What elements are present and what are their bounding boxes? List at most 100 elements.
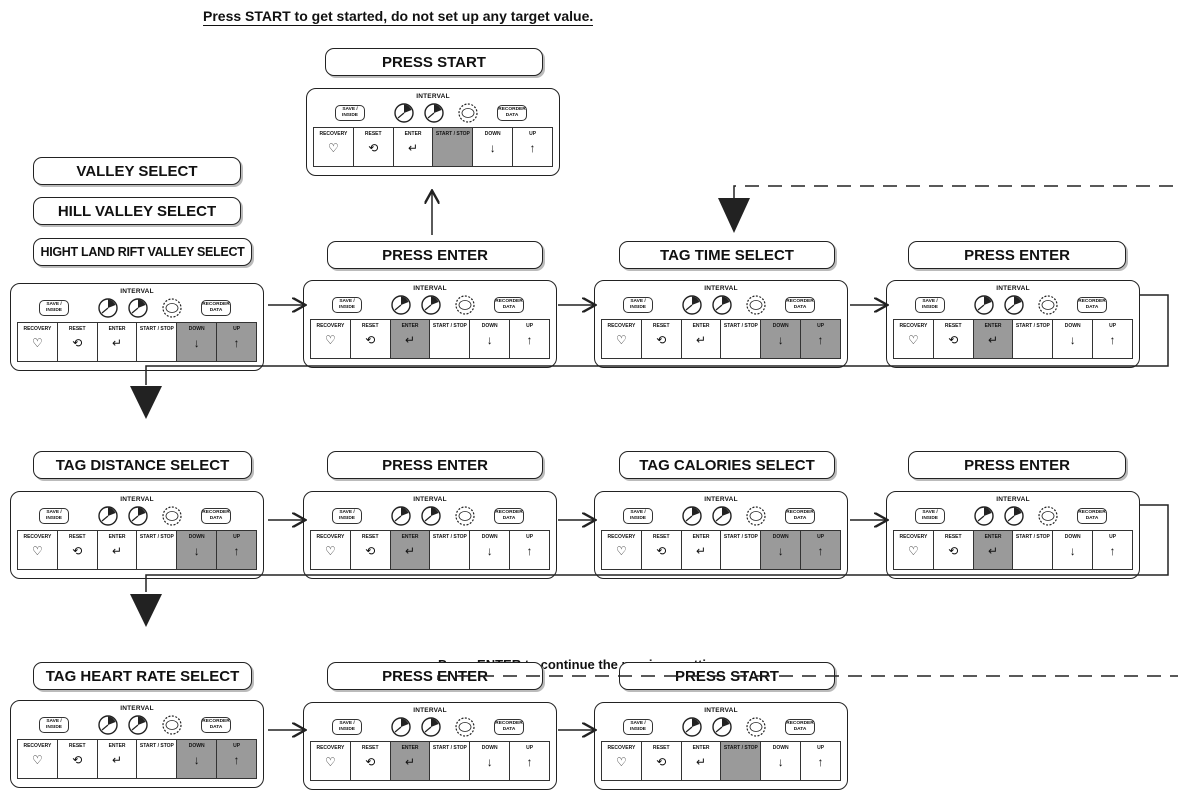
console-button-up[interactable]: UP↑ bbox=[513, 128, 552, 166]
max-dial-icon[interactable] bbox=[454, 716, 476, 738]
recorder-data-button[interactable]: RECORDER DATA bbox=[494, 297, 524, 313]
recorder-data-button[interactable]: RECORDER DATA bbox=[1077, 297, 1107, 313]
interval-dial-icon[interactable] bbox=[97, 714, 119, 736]
console-button-enter[interactable]: ENTER↵ bbox=[98, 740, 138, 778]
save-inside-button[interactable]: SAVE / INSIDE bbox=[332, 508, 362, 524]
interval-dial-icon[interactable] bbox=[711, 505, 733, 527]
interval-dial-icon[interactable] bbox=[973, 294, 995, 316]
save-inside-button[interactable]: SAVE / INSIDE bbox=[623, 297, 653, 313]
console-button-start-stop[interactable]: START / STOP bbox=[1013, 320, 1054, 358]
console-button-reset[interactable]: RESET⟲ bbox=[642, 531, 682, 569]
interval-dial-icon[interactable] bbox=[711, 716, 733, 738]
console-button-enter[interactable]: ENTER↵ bbox=[682, 531, 722, 569]
console-button-recovery[interactable]: RECOVERY♡ bbox=[311, 320, 351, 358]
console-button-enter[interactable]: ENTER↵ bbox=[682, 320, 722, 358]
console-button-up[interactable]: UP↑ bbox=[801, 742, 840, 780]
recorder-data-button[interactable]: RECORDER DATA bbox=[785, 297, 815, 313]
interval-dial-icon[interactable] bbox=[97, 505, 119, 527]
interval-dial-icon[interactable] bbox=[127, 297, 149, 319]
console-button-reset[interactable]: RESET⟲ bbox=[934, 531, 974, 569]
console-button-start-stop[interactable]: START / STOP bbox=[433, 128, 474, 166]
console-button-down[interactable]: DOWN↓ bbox=[177, 740, 218, 778]
console-button-recovery[interactable]: RECOVERY♡ bbox=[18, 323, 58, 361]
console-button-enter[interactable]: ENTER↵ bbox=[973, 320, 1014, 358]
interval-dial-icon[interactable] bbox=[681, 294, 703, 316]
max-dial-icon[interactable] bbox=[454, 294, 476, 316]
recorder-data-button[interactable]: RECORDER DATA bbox=[494, 508, 524, 524]
console-button-recovery[interactable]: RECOVERY♡ bbox=[894, 531, 934, 569]
console-button-down[interactable]: DOWN↓ bbox=[761, 742, 802, 780]
console-button-enter[interactable]: ENTER↵ bbox=[390, 320, 431, 358]
max-dial-icon[interactable] bbox=[457, 102, 479, 124]
console-button-down[interactable]: DOWN↓ bbox=[470, 320, 511, 358]
console-button-down[interactable]: DOWN↓ bbox=[470, 742, 511, 780]
console-button-recovery[interactable]: RECOVERY♡ bbox=[311, 531, 351, 569]
recorder-data-button[interactable]: RECORDER DATA bbox=[785, 719, 815, 735]
console-button-up[interactable]: UP↑ bbox=[1093, 320, 1132, 358]
console-button-start-stop[interactable]: START / STOP bbox=[137, 740, 178, 778]
console-button-reset[interactable]: RESET⟲ bbox=[642, 742, 682, 780]
console-button-up[interactable]: UP↑ bbox=[1093, 531, 1132, 569]
console-button-up[interactable]: UP↑ bbox=[217, 323, 256, 361]
interval-dial-icon[interactable] bbox=[420, 505, 442, 527]
interval-dial-icon[interactable] bbox=[1003, 505, 1025, 527]
save-inside-button[interactable]: SAVE / INSIDE bbox=[332, 719, 362, 735]
console-button-recovery[interactable]: RECOVERY♡ bbox=[602, 742, 642, 780]
save-inside-button[interactable]: SAVE / INSIDE bbox=[915, 297, 945, 313]
console-button-enter[interactable]: ENTER↵ bbox=[390, 531, 431, 569]
interval-dial-icon[interactable] bbox=[711, 294, 733, 316]
console-button-recovery[interactable]: RECOVERY♡ bbox=[18, 531, 58, 569]
interval-dial-icon[interactable] bbox=[127, 714, 149, 736]
interval-dial-icon[interactable] bbox=[681, 716, 703, 738]
console-button-down[interactable]: DOWN↓ bbox=[761, 531, 802, 569]
console-button-enter[interactable]: ENTER↵ bbox=[98, 323, 138, 361]
console-button-start-stop[interactable]: START / STOP bbox=[430, 742, 471, 780]
recorder-data-button[interactable]: RECORDER DATA bbox=[785, 508, 815, 524]
console-button-enter[interactable]: ENTER↵ bbox=[682, 742, 722, 780]
save-inside-button[interactable]: SAVE / INSIDE bbox=[39, 717, 69, 733]
recorder-data-button[interactable]: RECORDER DATA bbox=[201, 508, 231, 524]
console-button-start-stop[interactable]: START / STOP bbox=[430, 531, 471, 569]
console-button-start-stop[interactable]: START / STOP bbox=[1013, 531, 1054, 569]
interval-dial-icon[interactable] bbox=[420, 294, 442, 316]
console-button-enter[interactable]: ENTER↵ bbox=[394, 128, 434, 166]
console-button-recovery[interactable]: RECOVERY♡ bbox=[18, 740, 58, 778]
console-button-up[interactable]: UP↑ bbox=[510, 742, 549, 780]
console-button-start-stop[interactable]: START / STOP bbox=[137, 531, 178, 569]
save-inside-button[interactable]: SAVE / INSIDE bbox=[39, 300, 69, 316]
console-button-up[interactable]: UP↑ bbox=[510, 320, 549, 358]
console-button-enter[interactable]: ENTER↵ bbox=[973, 531, 1014, 569]
console-button-down[interactable]: DOWN↓ bbox=[761, 320, 802, 358]
console-button-down[interactable]: DOWN↓ bbox=[1053, 531, 1094, 569]
interval-dial-icon[interactable] bbox=[390, 505, 412, 527]
max-dial-icon[interactable] bbox=[1037, 505, 1059, 527]
save-inside-button[interactable]: SAVE / INSIDE bbox=[335, 105, 365, 121]
interval-dial-icon[interactable] bbox=[390, 716, 412, 738]
console-button-up[interactable]: UP↑ bbox=[217, 531, 256, 569]
console-button-recovery[interactable]: RECOVERY♡ bbox=[311, 742, 351, 780]
max-dial-icon[interactable] bbox=[161, 297, 183, 319]
console-button-down[interactable]: DOWN↓ bbox=[470, 531, 511, 569]
recorder-data-button[interactable]: RECORDER DATA bbox=[201, 717, 231, 733]
console-button-recovery[interactable]: RECOVERY♡ bbox=[894, 320, 934, 358]
recorder-data-button[interactable]: RECORDER DATA bbox=[497, 105, 527, 121]
interval-dial-icon[interactable] bbox=[1003, 294, 1025, 316]
console-button-reset[interactable]: RESET⟲ bbox=[642, 320, 682, 358]
interval-dial-icon[interactable] bbox=[973, 505, 995, 527]
console-button-reset[interactable]: RESET⟲ bbox=[351, 531, 391, 569]
max-dial-icon[interactable] bbox=[745, 716, 767, 738]
save-inside-button[interactable]: SAVE / INSIDE bbox=[332, 297, 362, 313]
console-button-start-stop[interactable]: START / STOP bbox=[430, 320, 471, 358]
save-inside-button[interactable]: SAVE / INSIDE bbox=[623, 719, 653, 735]
interval-dial-icon[interactable] bbox=[127, 505, 149, 527]
max-dial-icon[interactable] bbox=[161, 505, 183, 527]
interval-dial-icon[interactable] bbox=[97, 297, 119, 319]
console-button-start-stop[interactable]: START / STOP bbox=[137, 323, 178, 361]
interval-dial-icon[interactable] bbox=[681, 505, 703, 527]
console-button-down[interactable]: DOWN↓ bbox=[177, 323, 218, 361]
console-button-reset[interactable]: RESET⟲ bbox=[351, 742, 391, 780]
save-inside-button[interactable]: SAVE / INSIDE bbox=[915, 508, 945, 524]
max-dial-icon[interactable] bbox=[161, 714, 183, 736]
console-button-reset[interactable]: RESET⟲ bbox=[58, 740, 98, 778]
console-button-down[interactable]: DOWN↓ bbox=[1053, 320, 1094, 358]
